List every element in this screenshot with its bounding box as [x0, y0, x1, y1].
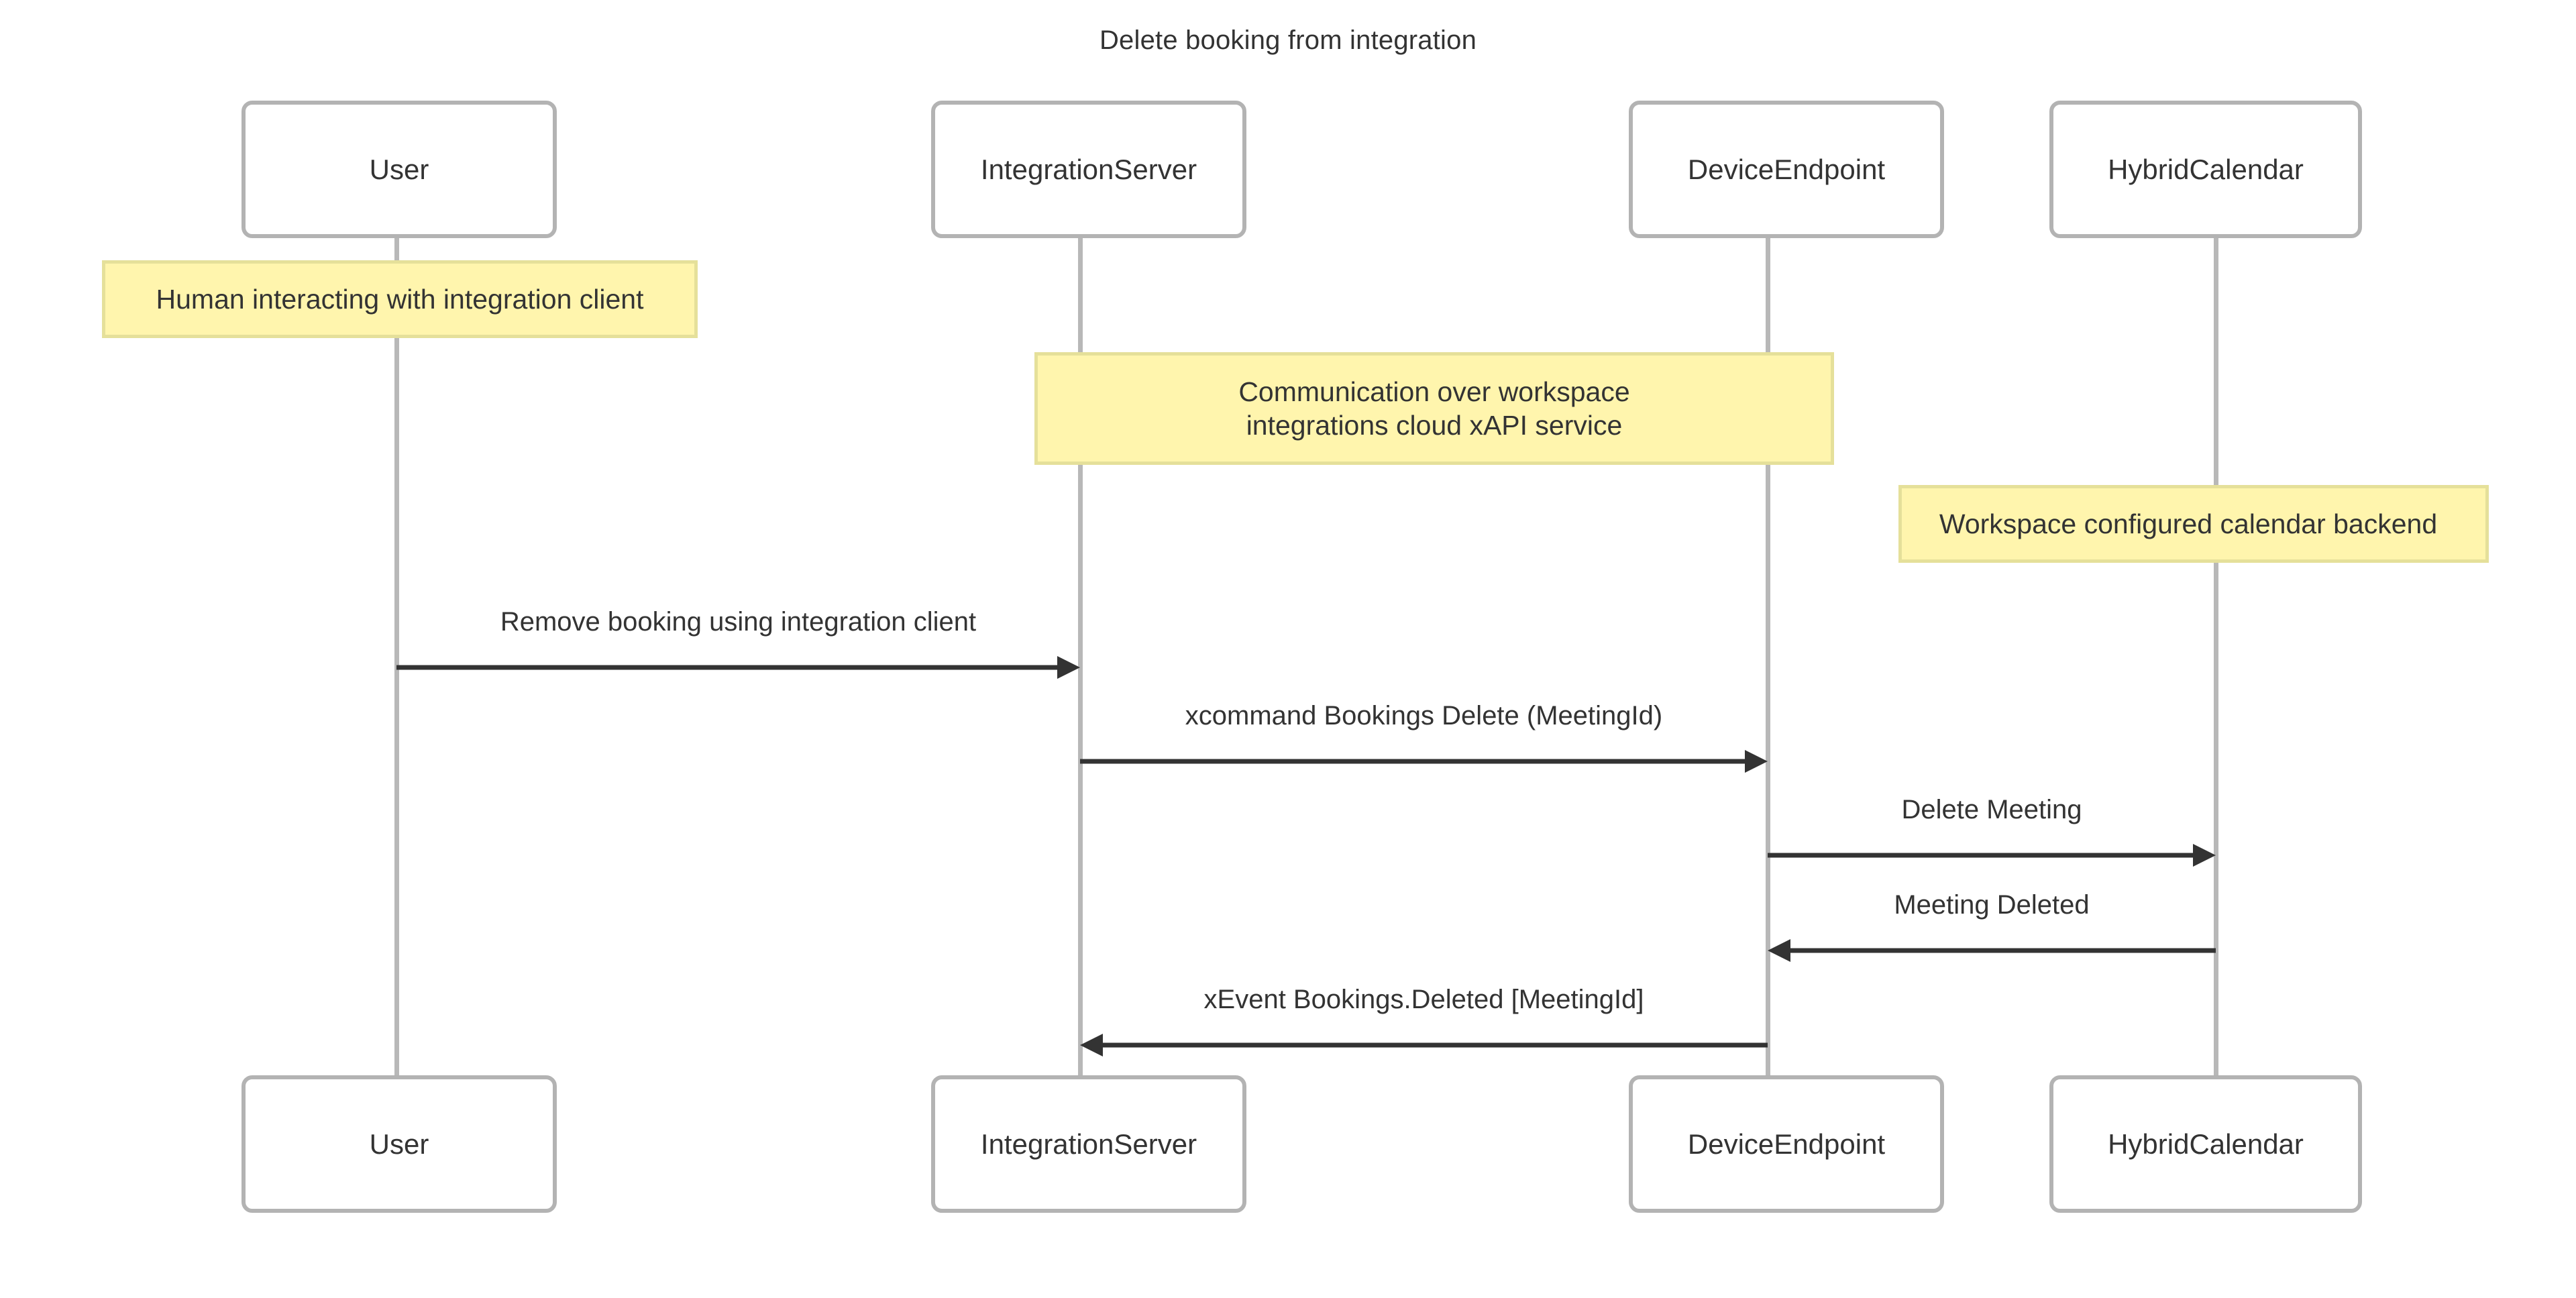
note-hybrid-calendar-text: Workspace configured calendar backend: [1939, 508, 2438, 539]
participant-box-integration-server-bottom[interactable]: IntegrationServer: [931, 1075, 1246, 1213]
diagram-title: Delete booking from integration: [1099, 25, 1477, 55]
message-xcommand-bookings-delete-arrow: [1080, 750, 1768, 773]
message-delete-meeting-arrow: [1768, 844, 2216, 867]
participant-box-user-bottom[interactable]: User: [241, 1075, 557, 1213]
participant-label-user-bottom: User: [369, 1128, 429, 1160]
participant-label-device-endpoint-top: DeviceEndpoint: [1687, 153, 1886, 185]
note-integration-cloud-text: Communication over workspace integration…: [1238, 376, 1630, 441]
participant-label-hybrid-calendar-bottom: HybridCalendar: [2108, 1128, 2304, 1160]
participant-label-integration-server-top: IntegrationServer: [980, 153, 1197, 185]
message-meeting-deleted: Meeting Deleted: [1768, 890, 2216, 964]
participant-box-hybrid-calendar-bottom[interactable]: HybridCalendar: [2049, 1075, 2362, 1213]
participant-label-hybrid-calendar-top: HybridCalendar: [2108, 153, 2304, 185]
message-remove-booking: Remove booking using integration client: [396, 607, 1080, 681]
message-delete-meeting-label: Delete Meeting: [1901, 795, 2082, 824]
participant-label-device-endpoint-bottom: DeviceEndpoint: [1687, 1128, 1886, 1160]
message-xevent-bookings-deleted-arrow: [1080, 1034, 1768, 1057]
message-remove-booking-arrow: [396, 656, 1080, 679]
note-hybrid-calendar: Workspace configured calendar backend: [1898, 485, 2489, 563]
participant-label-integration-server-bottom: IntegrationServer: [980, 1128, 1197, 1160]
participant-box-device-endpoint-top[interactable]: DeviceEndpoint: [1629, 101, 1944, 238]
participant-box-integration-server-top[interactable]: IntegrationServer: [931, 101, 1246, 238]
participant-box-hybrid-calendar-top[interactable]: HybridCalendar: [2049, 101, 2362, 238]
participant-box-device-endpoint-bottom[interactable]: DeviceEndpoint: [1629, 1075, 1944, 1213]
lifeline-user: [394, 238, 399, 1076]
note-integration-cloud: Communication over workspace integration…: [1034, 352, 1834, 465]
message-xevent-bookings-deleted-label: xEvent Bookings.Deleted [MeetingId]: [1203, 985, 1644, 1014]
lifeline-device-endpoint: [1766, 238, 1770, 1076]
lifeline-integration-server: [1078, 238, 1083, 1076]
message-xevent-bookings-deleted: xEvent Bookings.Deleted [MeetingId]: [1080, 985, 1768, 1059]
participant-box-user-top[interactable]: User: [241, 101, 557, 238]
message-remove-booking-label: Remove booking using integration client: [500, 607, 977, 637]
lifeline-hybrid-calendar: [2214, 238, 2218, 1076]
message-meeting-deleted-arrow: [1768, 939, 2216, 962]
participant-label-user-top: User: [369, 153, 429, 185]
note-user: Human interacting with integration clien…: [102, 260, 698, 338]
message-delete-meeting: Delete Meeting: [1768, 795, 2216, 869]
message-meeting-deleted-label: Meeting Deleted: [1894, 890, 2090, 920]
message-xcommand-bookings-delete: xcommand Bookings Delete (MeetingId): [1080, 701, 1768, 775]
note-user-text: Human interacting with integration clien…: [156, 283, 644, 315]
message-xcommand-bookings-delete-label: xcommand Bookings Delete (MeetingId): [1185, 701, 1663, 731]
